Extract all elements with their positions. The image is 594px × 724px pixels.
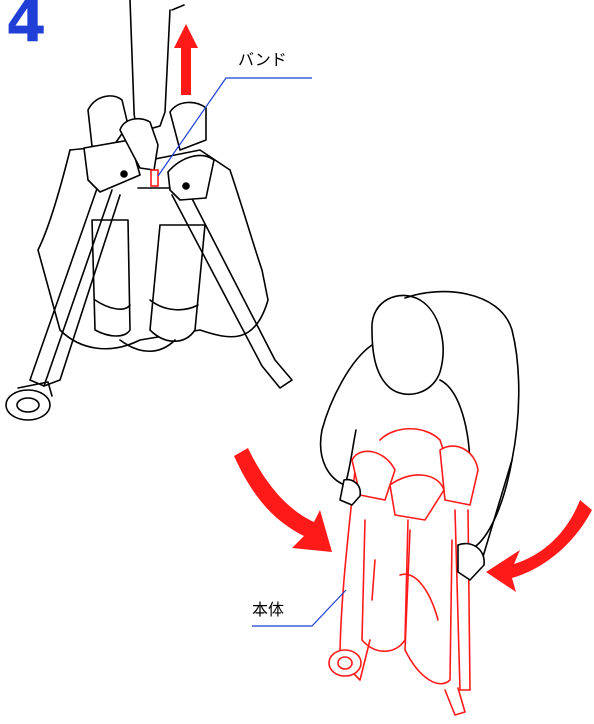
playpen-upright	[5, 0, 293, 421]
curved-arrow-left-icon	[234, 448, 332, 552]
step-number: 4	[6, 0, 47, 55]
hands	[339, 478, 485, 581]
person-folding	[319, 290, 520, 561]
up-arrow-icon	[174, 24, 198, 95]
body-leader-line	[252, 589, 347, 627]
band-leader-line	[157, 77, 312, 177]
playpen-folded	[328, 428, 479, 716]
band-callout-label: バンド	[238, 50, 287, 69]
curved-arrow-right-icon	[486, 500, 592, 592]
body-callout-label: 本体	[252, 600, 285, 619]
band-marker	[150, 169, 159, 187]
